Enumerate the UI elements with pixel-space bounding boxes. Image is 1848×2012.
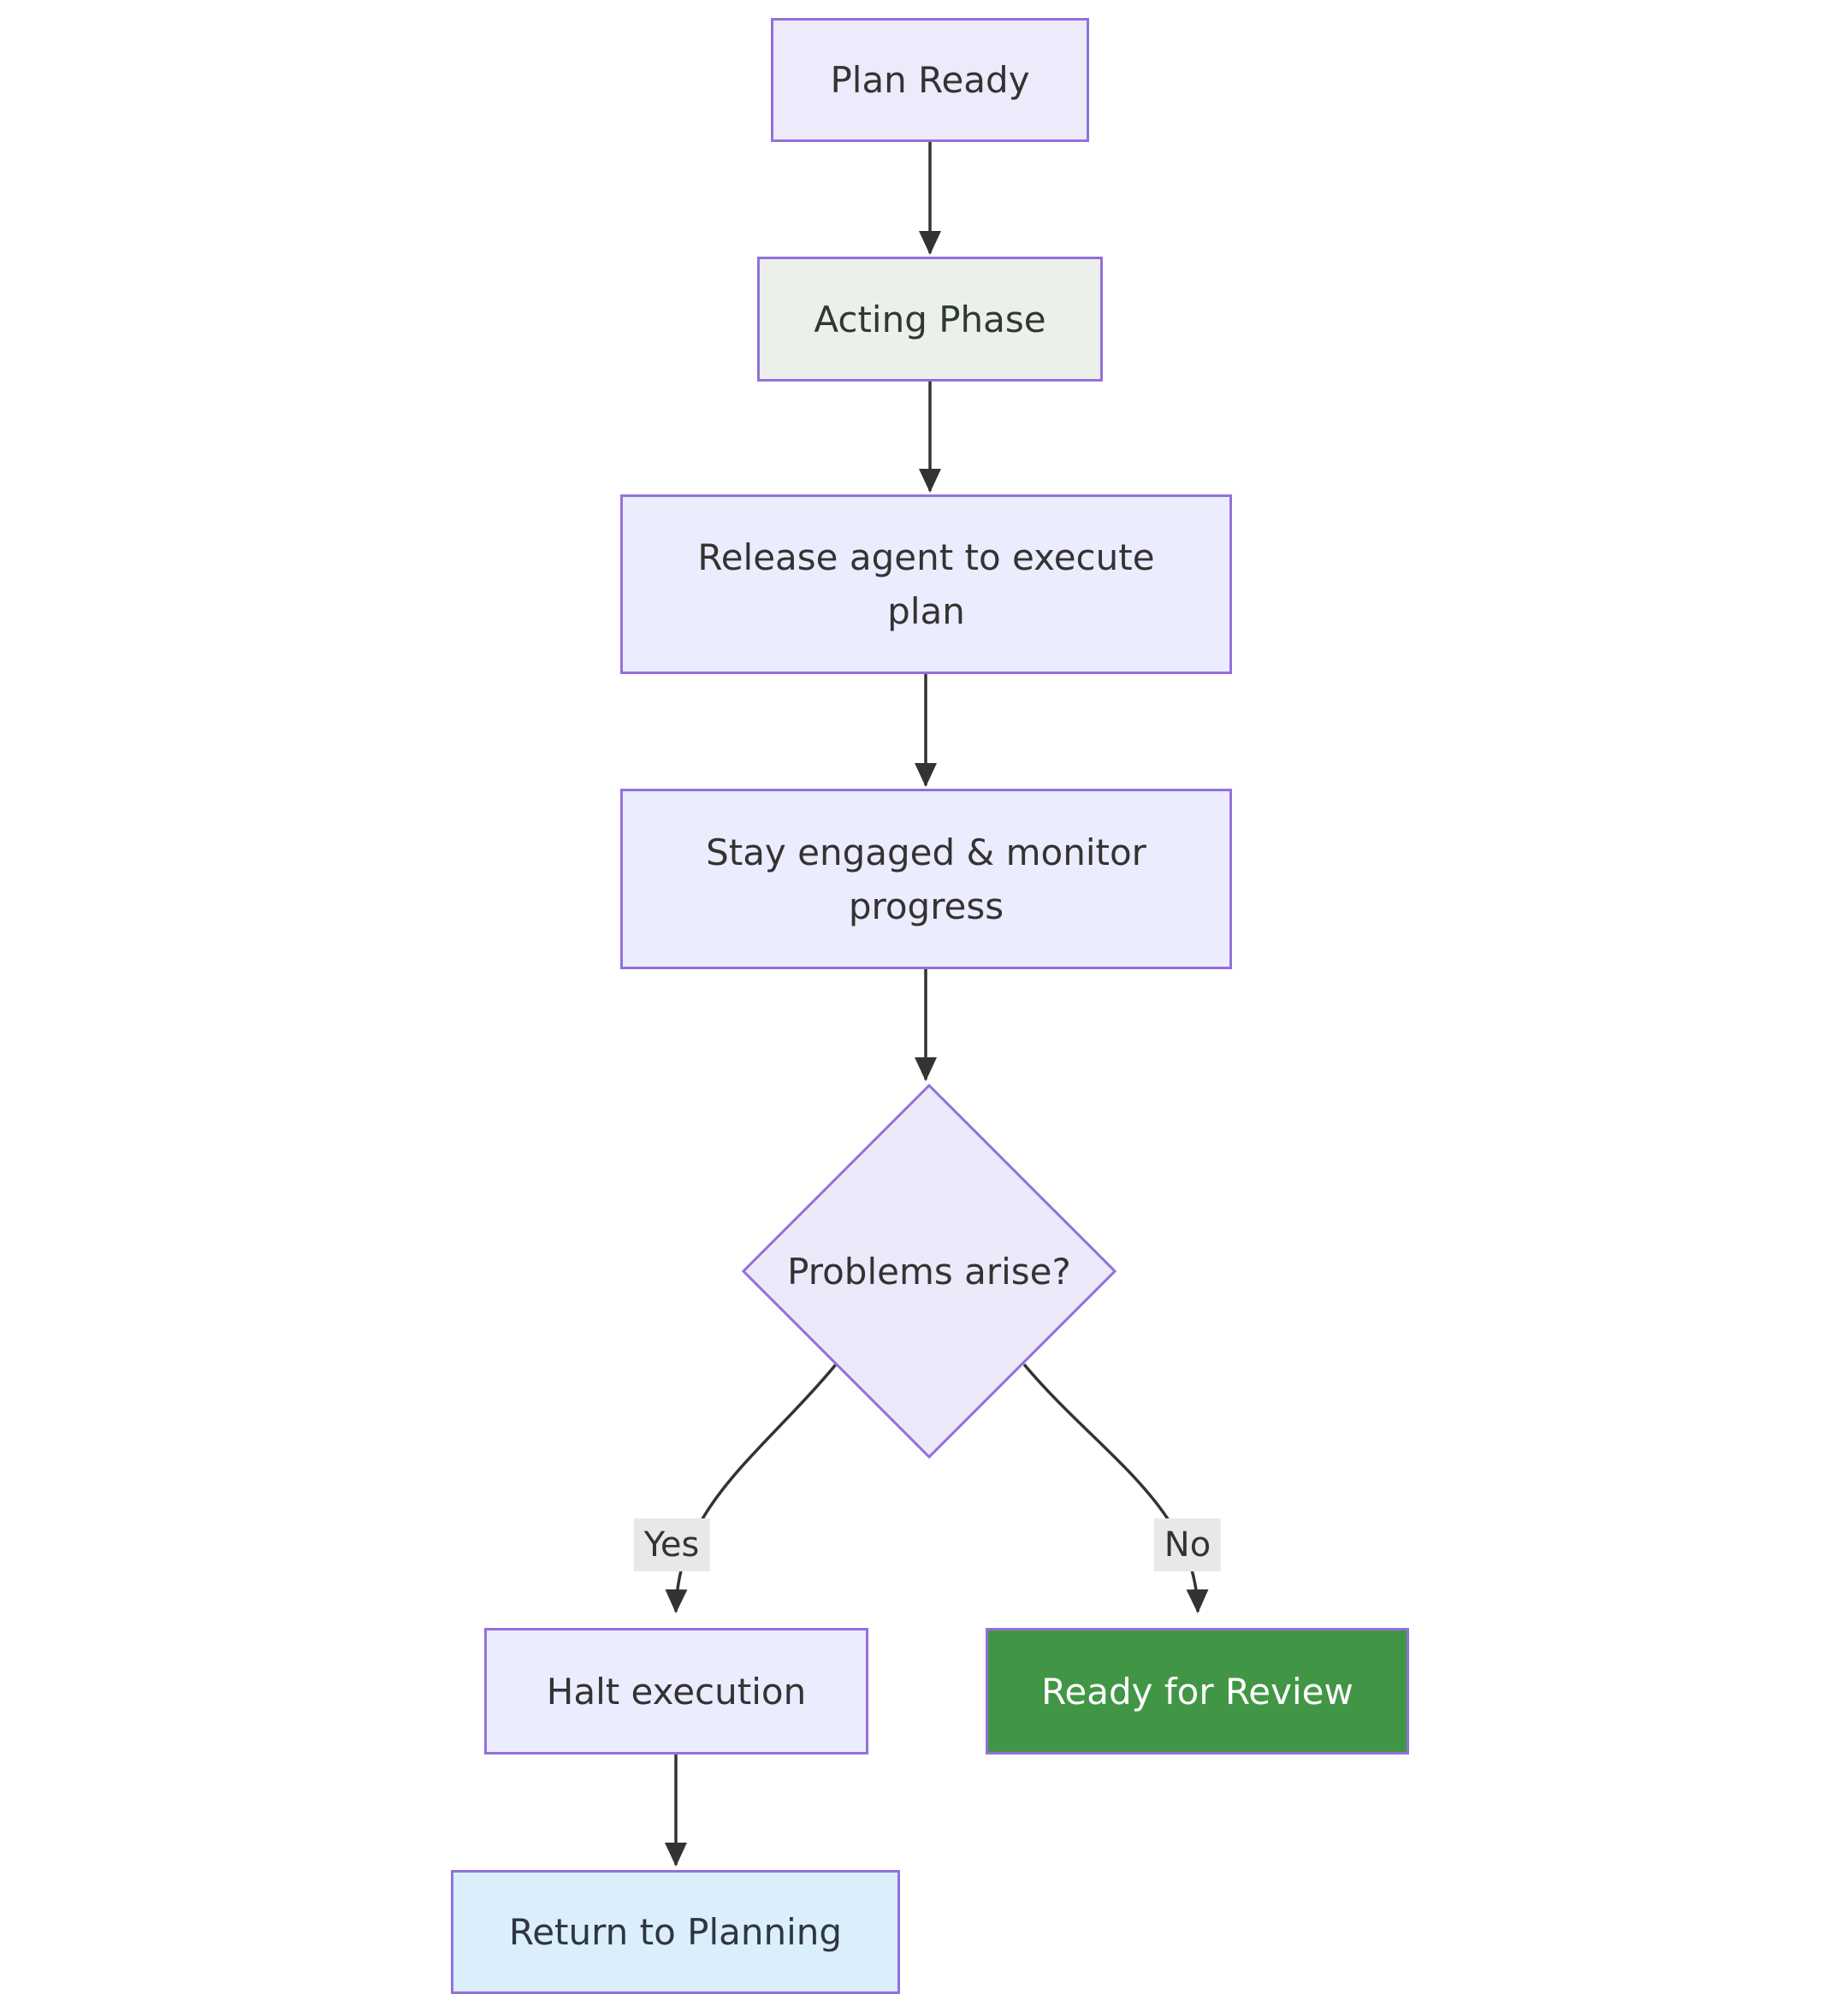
edge-label-yes-text: Yes (643, 1525, 700, 1565)
edge-problems-yes (665, 1363, 838, 1613)
node-halt-execution-label: Halt execution (546, 1670, 807, 1713)
node-problems-arise-label: Problems arise? (787, 1250, 1071, 1293)
node-stay-engaged-label: Stay engaged & monitor progress (706, 831, 1146, 927)
node-acting-phase: Acting Phase (757, 257, 1103, 382)
node-problems-arise-label-wrap: Problems arise? (758, 1220, 1100, 1323)
node-plan-ready: Plan Ready (771, 18, 1089, 142)
node-acting-phase-label: Acting Phase (814, 298, 1046, 340)
node-release-agent-label: Release agent to execute plan (697, 536, 1155, 632)
node-ready-for-review: Ready for Review (986, 1628, 1409, 1755)
node-stay-engaged: Stay engaged & monitor progress (620, 789, 1232, 969)
node-return-to-planning-label: Return to Planning (508, 1911, 843, 1953)
node-return-to-planning: Return to Planning (451, 1870, 900, 1994)
node-release-agent: Release agent to execute plan (620, 494, 1232, 674)
node-halt-execution: Halt execution (484, 1628, 868, 1755)
edge-label-no-text: No (1164, 1525, 1211, 1565)
edge-label-no: No (1153, 1518, 1222, 1571)
node-plan-ready-label: Plan Ready (830, 59, 1030, 101)
node-ready-for-review-label: Ready for Review (1041, 1670, 1353, 1713)
edge-label-yes: Yes (633, 1518, 710, 1571)
edge-problems-no (1022, 1363, 1209, 1613)
